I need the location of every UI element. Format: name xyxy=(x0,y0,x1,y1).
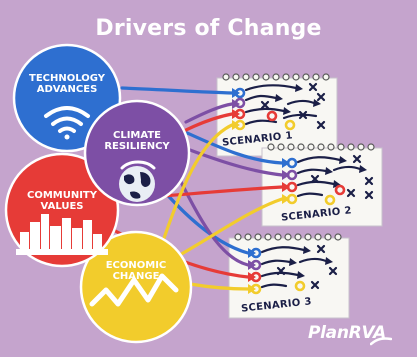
driver-climate xyxy=(83,99,191,207)
zigzag-trend-icon xyxy=(89,273,179,307)
logo-swoosh-icon xyxy=(370,337,392,346)
driver-community xyxy=(4,152,120,268)
driver-community-label-line-1: COMMUNITY xyxy=(26,190,97,201)
driver-economic-label-line-2: CHANGE xyxy=(112,271,160,282)
city-skyline-icon xyxy=(16,214,108,255)
driver-climate-label-line-1: CLIMATE xyxy=(113,130,161,141)
driver-community-label-line-2: VALUES xyxy=(40,201,84,212)
globe-icon xyxy=(119,160,156,202)
driver-technology-label-line-2: ADVANCES xyxy=(36,84,98,95)
driver-community-label: COMMUNITY VALUES xyxy=(12,190,112,212)
driver-economic xyxy=(79,230,193,344)
driver-climate-label: CLIMATE RESILIENCY xyxy=(87,130,187,152)
driver-economic-label: ECONOMIC CHANGE xyxy=(86,260,186,282)
driver-technology-label: TECHNOLOGY ADVANCES xyxy=(17,73,117,95)
driver-economic-label-line-1: ECONOMIC xyxy=(105,260,167,271)
planrva-logo-text: PlanRVA xyxy=(308,323,387,343)
connector-arrowheads xyxy=(232,88,290,294)
scenario-card-1 xyxy=(216,73,338,157)
planrva-logo: PlanRVA xyxy=(308,323,392,346)
page-title: Drivers of Change xyxy=(95,16,322,41)
driver-climate-label-line-2: RESILIENCY xyxy=(104,141,170,152)
driver-technology-label-line-1: TECHNOLOGY xyxy=(29,73,105,84)
wifi-icon xyxy=(44,106,90,140)
